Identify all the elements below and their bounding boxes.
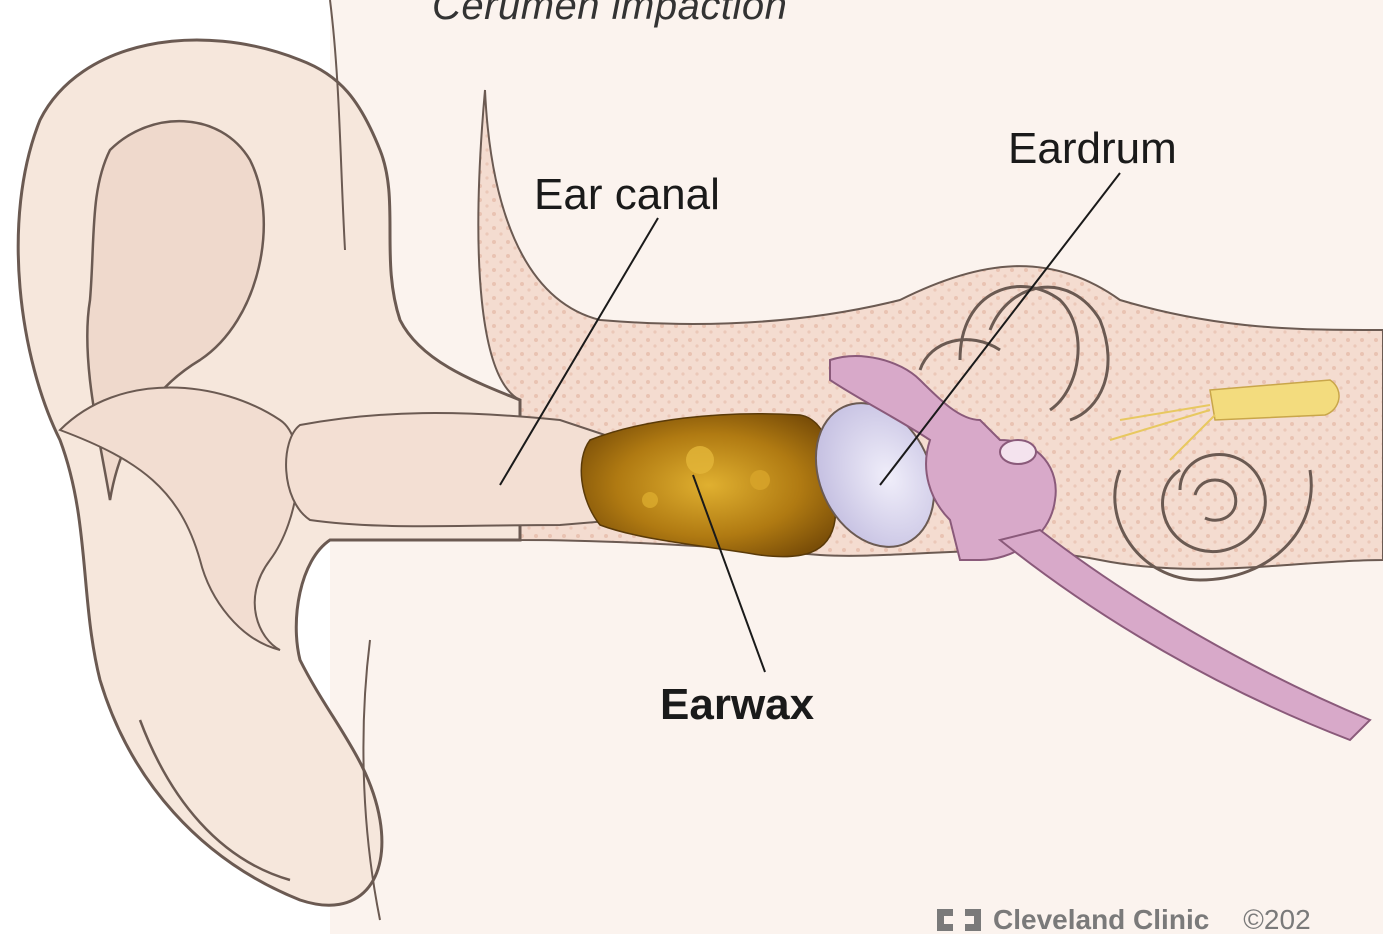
label-ear-canal: Ear canal bbox=[534, 173, 720, 217]
label-eardrum: Eardrum bbox=[1008, 127, 1177, 171]
ear-canal bbox=[286, 413, 620, 526]
cleveland-clinic-logo-icon bbox=[935, 907, 983, 933]
copyright: ©202 bbox=[1243, 904, 1310, 936]
credit-line: Cleveland Clinic ©202 bbox=[935, 906, 1311, 934]
brand-name: Cleveland Clinic bbox=[993, 904, 1209, 936]
figure-title: Cerumen impaction bbox=[432, 0, 787, 26]
label-earwax: Earwax bbox=[660, 683, 814, 727]
